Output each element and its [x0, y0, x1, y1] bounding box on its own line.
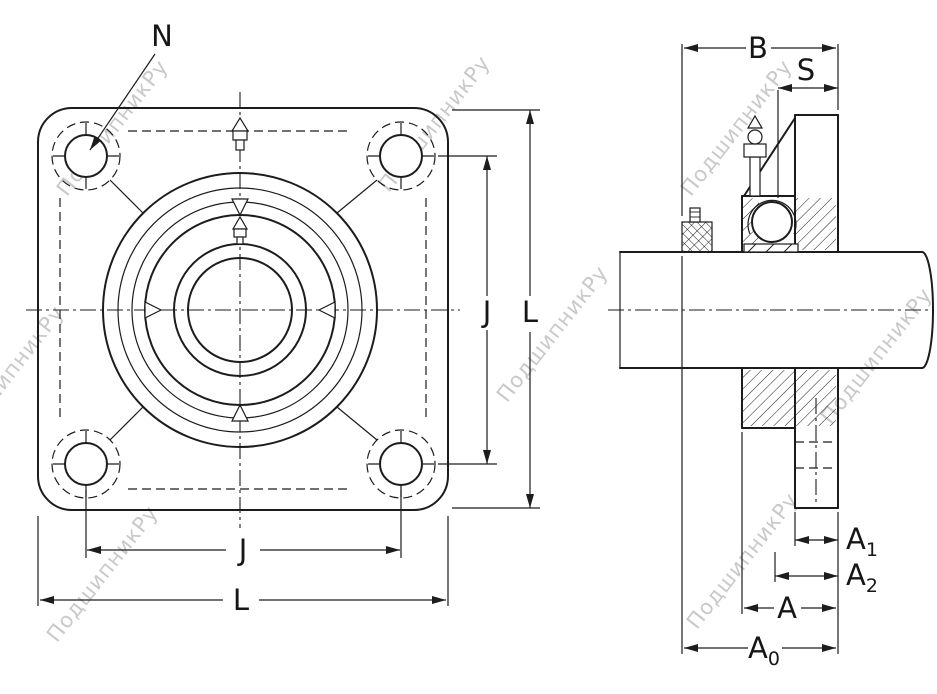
- watermark-layer: ПодшипникРу ПодшипникРу ПодшипникРу Подш…: [0, 51, 937, 647]
- watermark-text: ПодшипникРу: [52, 55, 173, 201]
- dim-a2: A2: [775, 558, 878, 597]
- watermark-text: ПодшипникРу: [676, 55, 797, 201]
- label-a1: A1: [846, 522, 878, 561]
- label-n: N: [151, 19, 173, 53]
- bearing-section: [743, 199, 799, 253]
- a0-main: A: [748, 631, 768, 665]
- label-a2: A2: [846, 558, 878, 597]
- a2-main: A: [846, 558, 866, 592]
- bolt-hole: [366, 429, 436, 499]
- collar-set-screw: [689, 207, 701, 223]
- housing-boss: [741, 195, 796, 429]
- front-dimensions: N J L J: [37, 19, 540, 617]
- label-l-vertical: L: [522, 295, 538, 329]
- a0-sub: 0: [768, 648, 780, 670]
- label-s: S: [797, 53, 815, 87]
- bolt-hole: [366, 121, 436, 191]
- dim-n: N: [89, 19, 173, 151]
- set-screw-icon: [231, 215, 249, 245]
- label-j-vertical: J: [481, 295, 492, 329]
- label-b: B: [748, 31, 768, 65]
- watermark-text: ПодшипникРу: [0, 301, 69, 447]
- side-view: [608, 114, 934, 509]
- label-l-horizontal: L: [233, 583, 249, 617]
- dim-j-vertical: J: [438, 155, 497, 465]
- a1-main: A: [846, 522, 866, 556]
- front-view: [26, 92, 460, 528]
- dim-a0: A0: [684, 631, 836, 670]
- a2-sub: 2: [866, 575, 878, 597]
- watermark-text: ПодшипникРу: [492, 261, 613, 407]
- dim-a1: A1: [795, 522, 878, 561]
- dim-j-horizontal: J: [85, 490, 402, 567]
- dim-s: S: [777, 53, 838, 198]
- grease-fitting-icon: [230, 116, 250, 151]
- a1-sub: 1: [866, 539, 878, 561]
- side-dimensions: B S A1 A2 A: [681, 31, 878, 670]
- label-j-horizontal: J: [237, 533, 248, 567]
- flange-outline: [37, 107, 449, 511]
- shaft: [619, 251, 934, 369]
- bolt-hole: [51, 429, 121, 499]
- dim-b: B: [681, 31, 839, 216]
- label-a0: A0: [748, 631, 780, 670]
- locking-collar: [681, 207, 713, 253]
- corner-ribs: [109, 179, 378, 441]
- hidden-bolt-hole: [795, 398, 838, 504]
- dim-l-vertical: L: [452, 109, 540, 509]
- dim-l-horizontal: L: [37, 516, 449, 617]
- label-a: A: [777, 591, 797, 625]
- inner-ring: [743, 243, 799, 253]
- watermark-text: ПодшипникРу: [42, 501, 163, 647]
- ball-bearing: [751, 201, 793, 243]
- dim-a: A: [744, 591, 836, 625]
- ring-triangle-marks: [144, 198, 336, 422]
- grease-fitting-side: [743, 114, 767, 197]
